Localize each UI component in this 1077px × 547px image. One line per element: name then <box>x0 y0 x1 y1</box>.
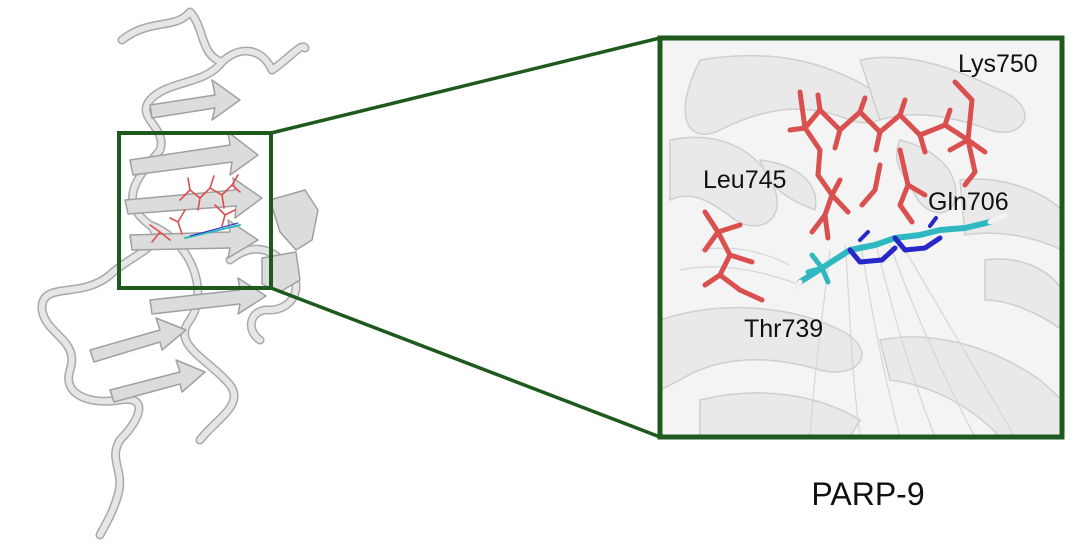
overview-highlight-box <box>117 131 273 290</box>
residue-label-gln706: Gln706 <box>928 188 1009 216</box>
zoom-frame <box>657 35 1065 440</box>
residue-label-thr739: Thr739 <box>744 315 823 343</box>
residue-label-lys750: Lys750 <box>958 50 1038 78</box>
zoom-connector-top <box>270 36 661 135</box>
overview-active-site <box>149 174 241 243</box>
residue-sticks <box>702 79 988 303</box>
ligand-sticks <box>792 212 1008 295</box>
zoom-ribbon-background <box>660 54 1062 437</box>
protein-ribbon-overview <box>37 7 319 540</box>
figure-caption: PARP-9 <box>811 476 924 512</box>
residue-label-leu745: Leu745 <box>703 166 786 194</box>
zoom-connector-bottom <box>270 286 661 439</box>
zoom-panel: Lys750 Leu745 Gln706 Thr739 <box>660 38 1062 437</box>
